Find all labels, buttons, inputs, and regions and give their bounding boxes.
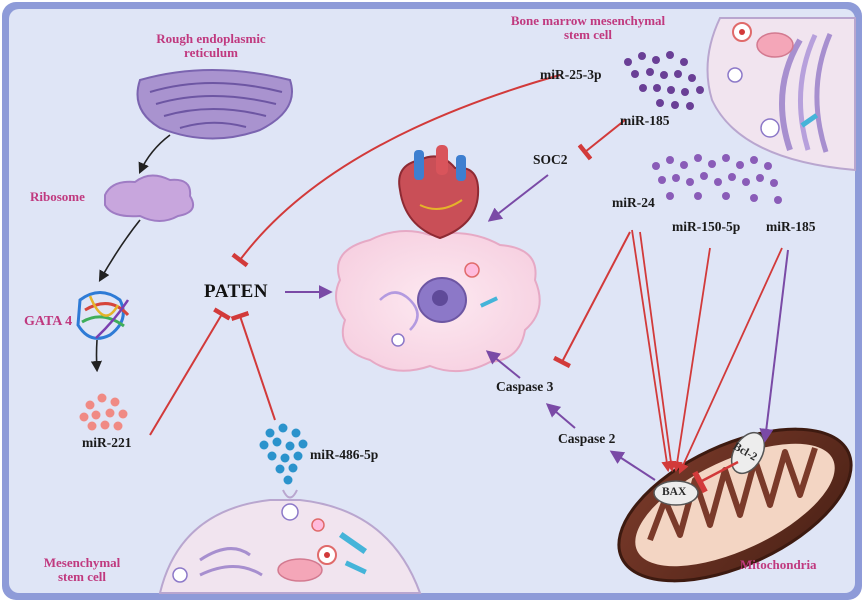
cell-organelle: [464, 262, 480, 278]
label-caspase-2: Caspase 2: [558, 431, 616, 446]
mir-25-185-vesicles: [624, 51, 704, 110]
inhibit-bcl2-bax: [692, 460, 739, 494]
cell-organelle: [391, 333, 405, 347]
label-bax: BAX: [662, 486, 687, 498]
label-mir-24: miR-24: [612, 195, 655, 210]
arrow-mir150-to-bax: [671, 247, 711, 473]
label-paten: PATEN: [204, 281, 269, 302]
label-mir-221: miR-221: [82, 435, 132, 450]
inhibit-mir24-caspase3: [552, 231, 631, 369]
arrow-caspase2-to-caspase3: [545, 403, 576, 429]
label-soc2: SOC2: [533, 152, 568, 167]
mitochondrion-illustration: [617, 427, 853, 583]
gata4-protein-illustration: [76, 291, 130, 340]
arrow-mir185-to-bcl2: [759, 249, 789, 443]
label-mir-185-a: miR-185: [620, 113, 670, 128]
inhibit-mir25-paten: [231, 74, 561, 268]
bcl2-chip: [730, 431, 766, 475]
label-mir-185-b: miR-185: [766, 219, 816, 234]
arrow-caspase3-to-cell: [485, 350, 521, 379]
label-gata4: GATA 4: [24, 314, 73, 329]
label-mir-25-3p: miR-25-3p: [540, 67, 602, 82]
arrow-soc2-to-cell: [487, 174, 549, 222]
mir-24-150-185-vesicles: [652, 154, 782, 204]
rough-er-illustration: [136, 69, 293, 140]
label-mitochondria: Mitochondria: [740, 557, 817, 572]
arrow-mir24-to-bax-2: [639, 231, 677, 473]
label-ribosome: Ribosome: [30, 189, 85, 204]
inhibit-mir221-paten: [149, 307, 231, 436]
label-mir-486-5p: miR-486-5p: [310, 447, 379, 462]
mir-486-vesicles: [259, 423, 308, 485]
mesenchymal-stem-cell-illustration: [158, 489, 422, 594]
cell-organelle: [479, 296, 499, 308]
label-rough-er: Rough endoplasmic reticulum: [156, 31, 266, 61]
heart-illustration: [398, 145, 480, 240]
mir-221-vesicles: [79, 393, 128, 431]
ribosome-illustration: [104, 174, 194, 222]
arrow-mir24-to-bax: [631, 229, 673, 473]
arrow-ribosome-to-gata4: [98, 219, 141, 282]
arrow-bax-to-caspase2: [609, 450, 656, 481]
label-mir-150-5p: miR-150-5p: [672, 219, 741, 234]
inhibit-mir185-soc2: [577, 119, 626, 161]
bone-marrow-stem-cell-illustration: [706, 17, 856, 172]
arrow-rer-to-ribosome: [138, 134, 171, 175]
label-mesenchymal-stem-cell: Mesenchymal stem cell: [43, 555, 121, 585]
arrow-mir185-to-bax: [678, 247, 783, 474]
inhibit-mir486-paten: [230, 310, 276, 421]
label-bone-marrow-stem-cell: Bone marrow mesenchymal stem cell: [510, 13, 666, 43]
label-caspase-3: Caspase 3: [496, 379, 554, 394]
nucleolus: [432, 290, 448, 306]
cell-organelle: [379, 291, 419, 331]
arrow-gata4-to-mir221: [90, 339, 102, 373]
